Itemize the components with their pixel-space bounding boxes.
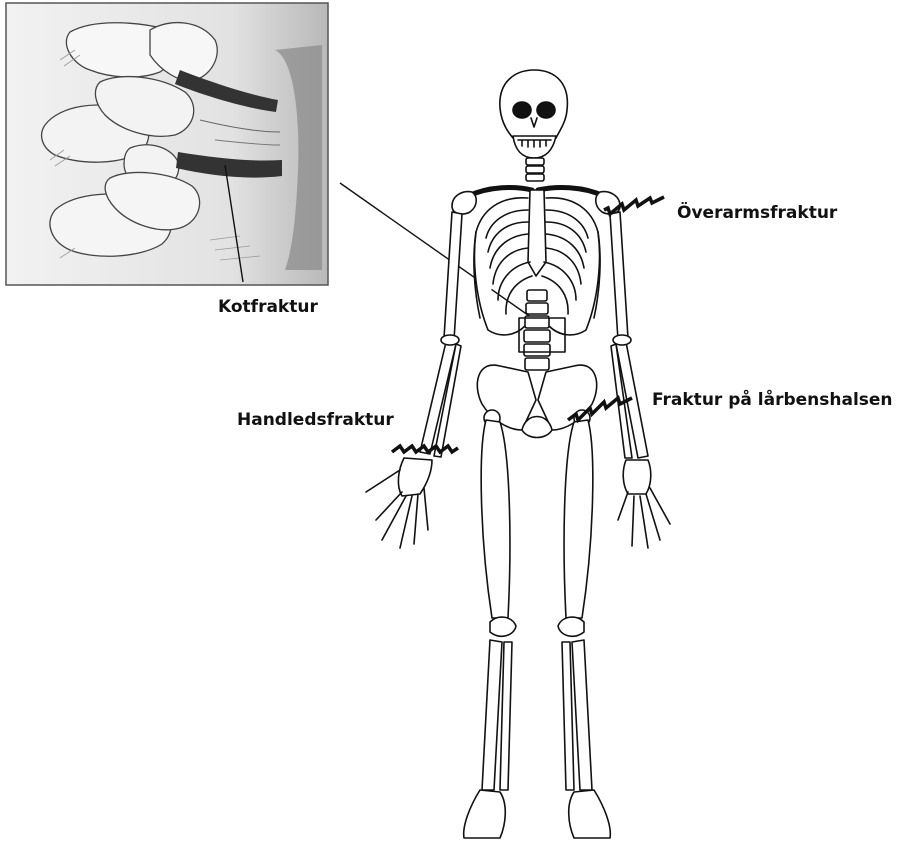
skeleton — [366, 70, 670, 838]
left-arm — [420, 212, 462, 457]
left-hand — [366, 458, 432, 548]
right-arm — [610, 212, 648, 458]
lumbar-spine — [524, 290, 550, 370]
wrist-fracture-label: Handledsfraktur — [237, 410, 394, 430]
cervical-spine — [526, 158, 544, 181]
right-hand — [618, 460, 670, 548]
skull — [500, 70, 568, 158]
vertebra-inset — [6, 3, 328, 285]
vertebral-fracture-label: Kotfraktur — [218, 297, 318, 317]
femoral-neck-fracture-label: Fraktur på lårbenshalsen — [652, 390, 893, 410]
right-leg — [558, 420, 610, 838]
left-leg — [464, 420, 516, 838]
upper-arm-fracture-label: Överarmsfraktur — [677, 203, 837, 223]
